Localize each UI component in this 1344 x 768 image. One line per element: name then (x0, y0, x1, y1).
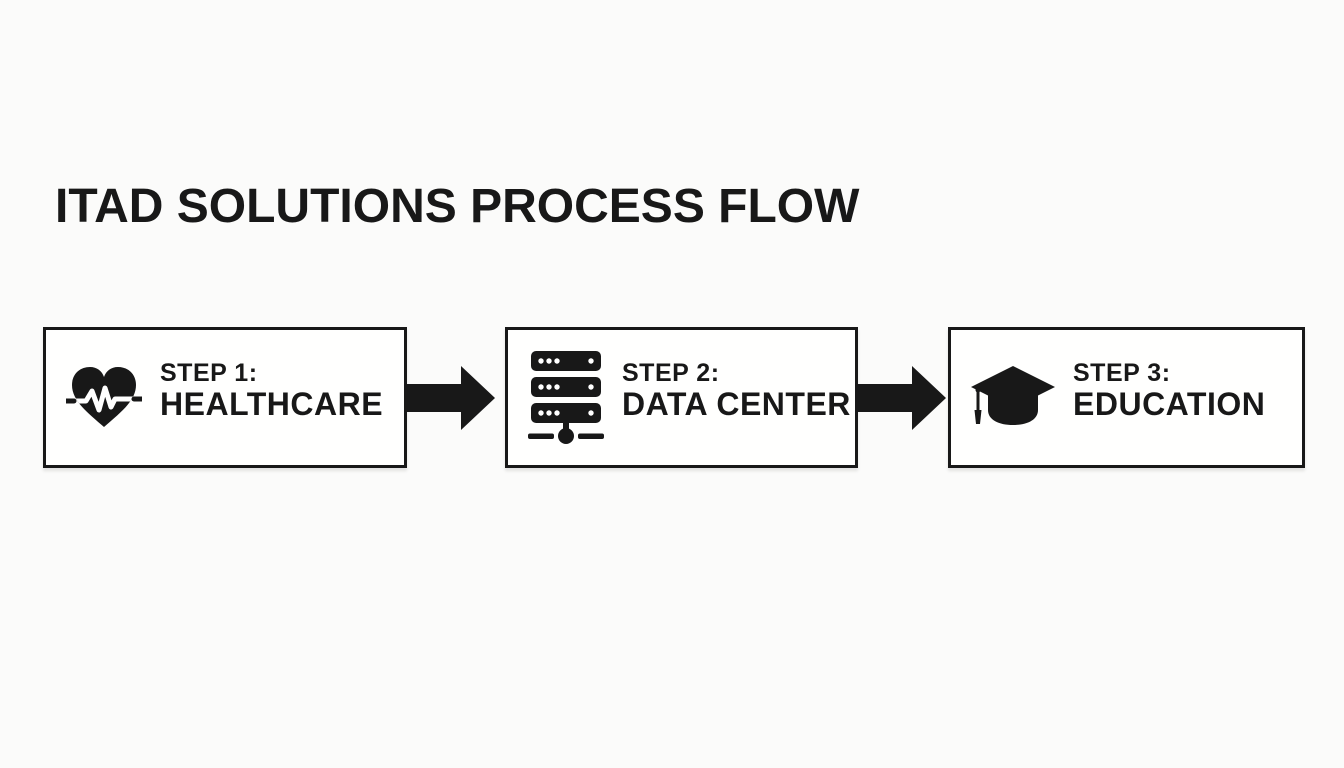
server-rack-icon (528, 349, 604, 447)
step-box-healthcare: STEP 1: HEALTHCARE (43, 327, 407, 468)
step-label: STEP 2: (622, 358, 720, 387)
step-label: STEP 3: (1073, 358, 1171, 387)
step-name: DATA CENTER (622, 385, 851, 422)
step-name: HEALTHCARE (160, 385, 384, 422)
step-name: EDUCATION (1073, 385, 1266, 422)
step-box-data-center: STEP 2: DATA CENTER (505, 327, 858, 468)
step-box-education: STEP 3: EDUCATION (948, 327, 1305, 468)
graduation-cap-icon (971, 365, 1055, 430)
page-title: ITAD SOLUTIONS PROCESS FLOW (55, 180, 860, 233)
heart-pulse-icon (66, 363, 142, 433)
arrow-right-icon (858, 366, 946, 430)
arrow-right-icon (407, 366, 495, 430)
step-label: STEP 1: (160, 358, 258, 387)
